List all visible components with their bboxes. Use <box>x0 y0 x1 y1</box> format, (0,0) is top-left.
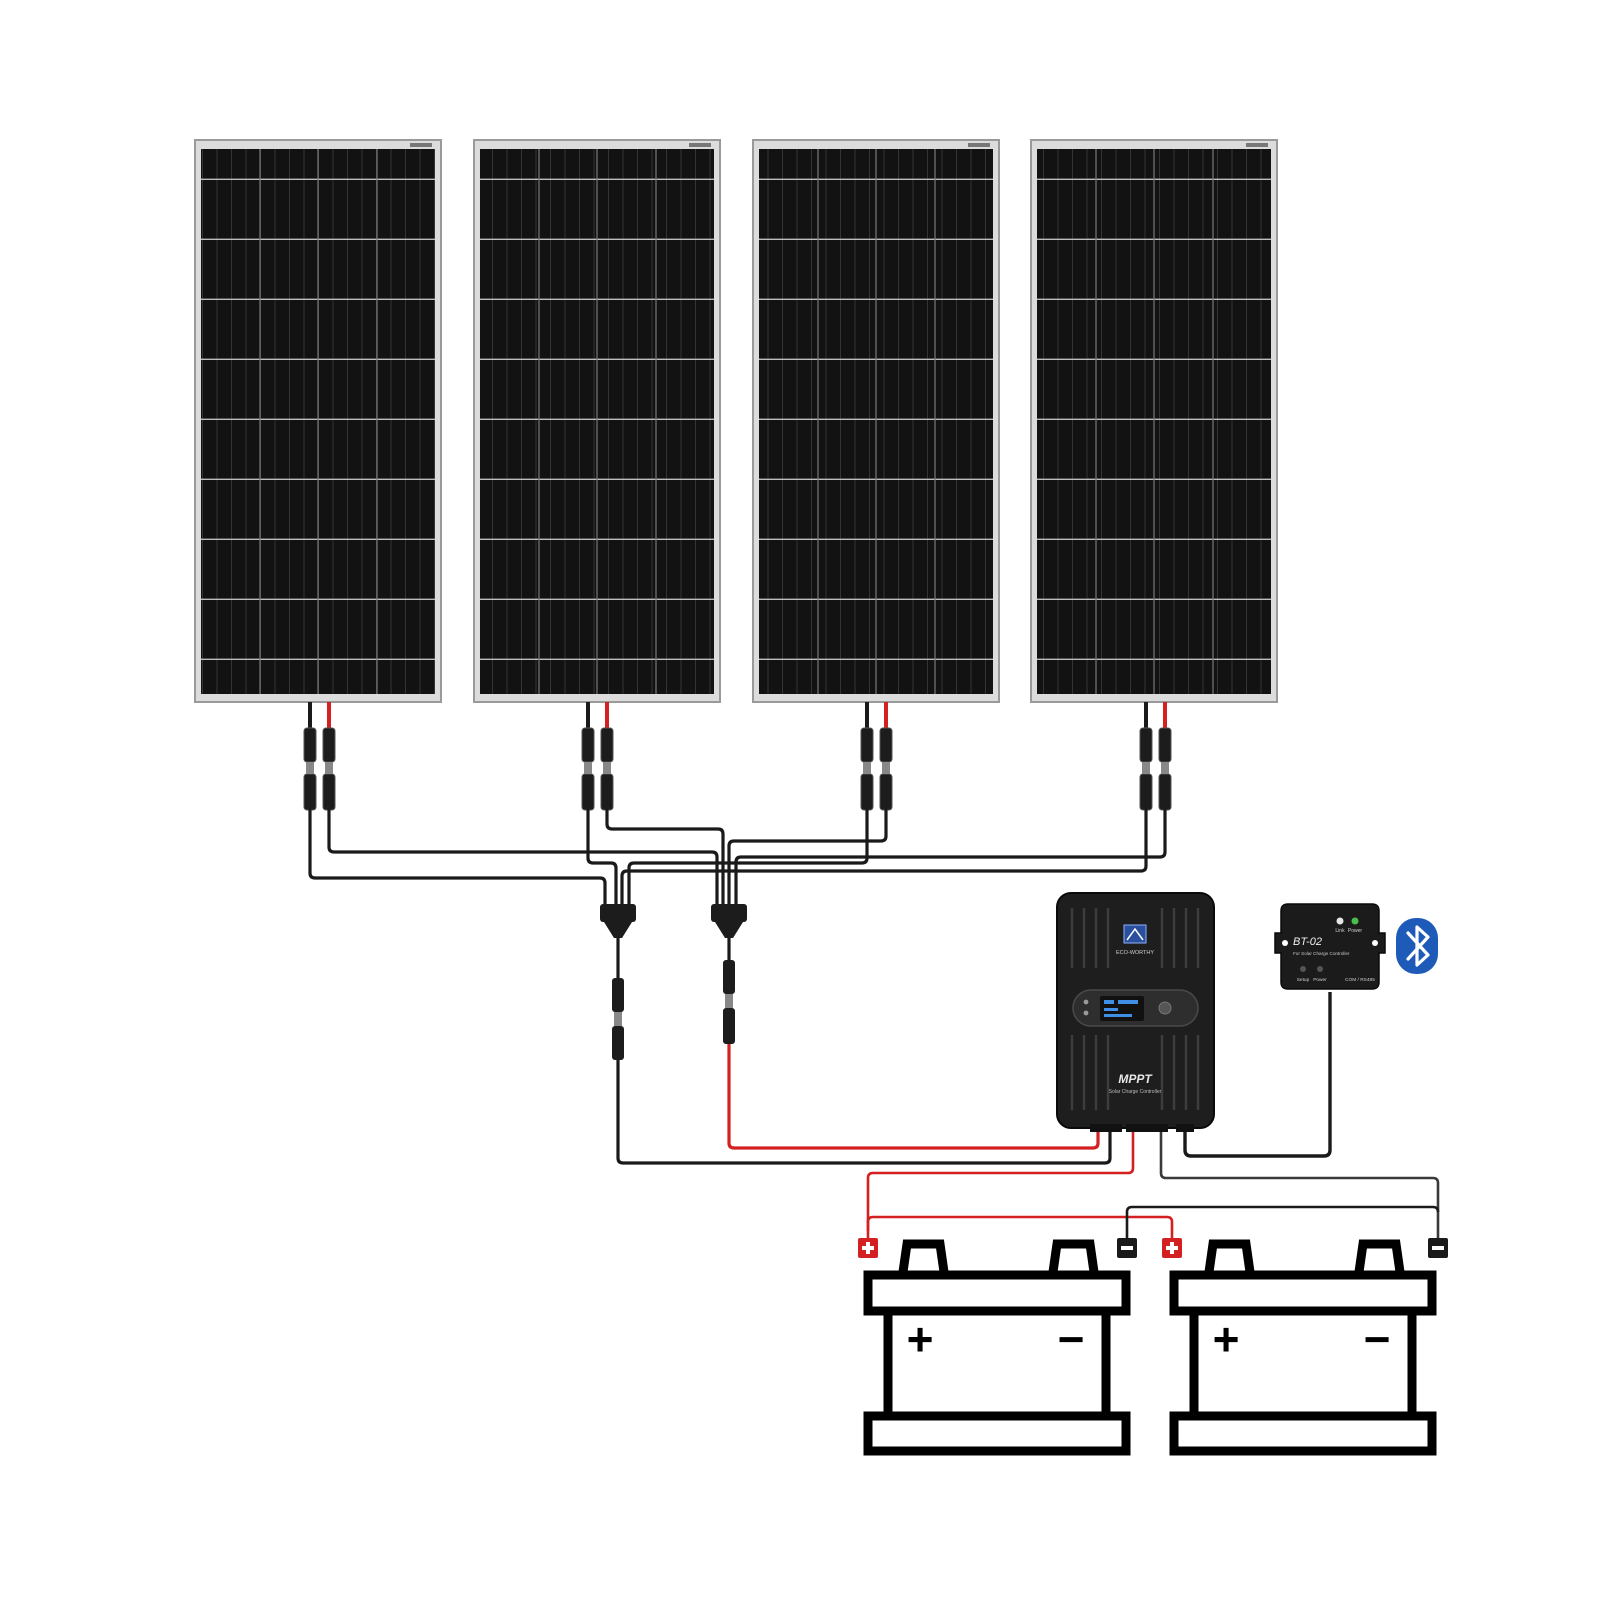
battery2-negative-marker <box>1428 1238 1448 1258</box>
battery-wires <box>866 1128 1440 1238</box>
bt-module-cable <box>1183 992 1332 1158</box>
bt-button-power: Power <box>1313 977 1327 983</box>
battery1-plus-symbol: + <box>907 1313 934 1365</box>
battery2-positive-marker <box>1162 1238 1182 1258</box>
controller-logo-icon <box>1123 924 1147 944</box>
harness-wires <box>308 808 1167 907</box>
branch-connector-positive <box>711 904 747 938</box>
solar-panel-2 <box>473 139 721 703</box>
battery2-minus-symbol: − <box>1364 1313 1391 1365</box>
bt-module-model: BT-02 <box>1293 936 1322 948</box>
bt02-module: Link Power BT-02 For Solar Charge Contro… <box>1274 903 1386 990</box>
controller-type-label: MPPT <box>1118 1072 1153 1086</box>
solar-panel-4 <box>1030 139 1278 703</box>
bt-module-subtitle: For Solar Charge Controller <box>1293 951 1350 956</box>
battery-2 <box>1169 1239 1437 1456</box>
bluetooth-icon <box>1396 918 1438 974</box>
branch-connector-negative <box>600 904 636 938</box>
battery1-positive-marker <box>858 1238 878 1258</box>
battery-1 <box>863 1239 1131 1456</box>
extension-connectors <box>612 938 735 1060</box>
solar-panel-3 <box>752 139 1000 703</box>
controller-display <box>1072 989 1199 1027</box>
bt-button-setup: Setup <box>1297 977 1310 983</box>
bt-port-label: COM / RS485 <box>1345 977 1375 983</box>
link-led <box>1336 917 1344 925</box>
controller-brand: ECO-WORTHY <box>1116 950 1154 956</box>
battery2-plus-symbol: + <box>1213 1313 1240 1365</box>
battery1-minus-symbol: − <box>1058 1313 1085 1365</box>
solar-panel-1 <box>194 139 442 703</box>
controller-subtitle: Solar Charge Controller <box>1109 1089 1162 1095</box>
led-label-power: Power <box>1348 928 1363 934</box>
power-led <box>1351 917 1359 925</box>
panel-leads <box>303 702 1172 811</box>
led-label-link: Link <box>1335 928 1345 934</box>
mppt-controller: ECO-WORTHY MPPT Solar Charge Controller <box>1056 892 1215 1132</box>
pv-input-wires <box>616 1044 1112 1165</box>
battery1-negative-marker <box>1117 1238 1137 1258</box>
